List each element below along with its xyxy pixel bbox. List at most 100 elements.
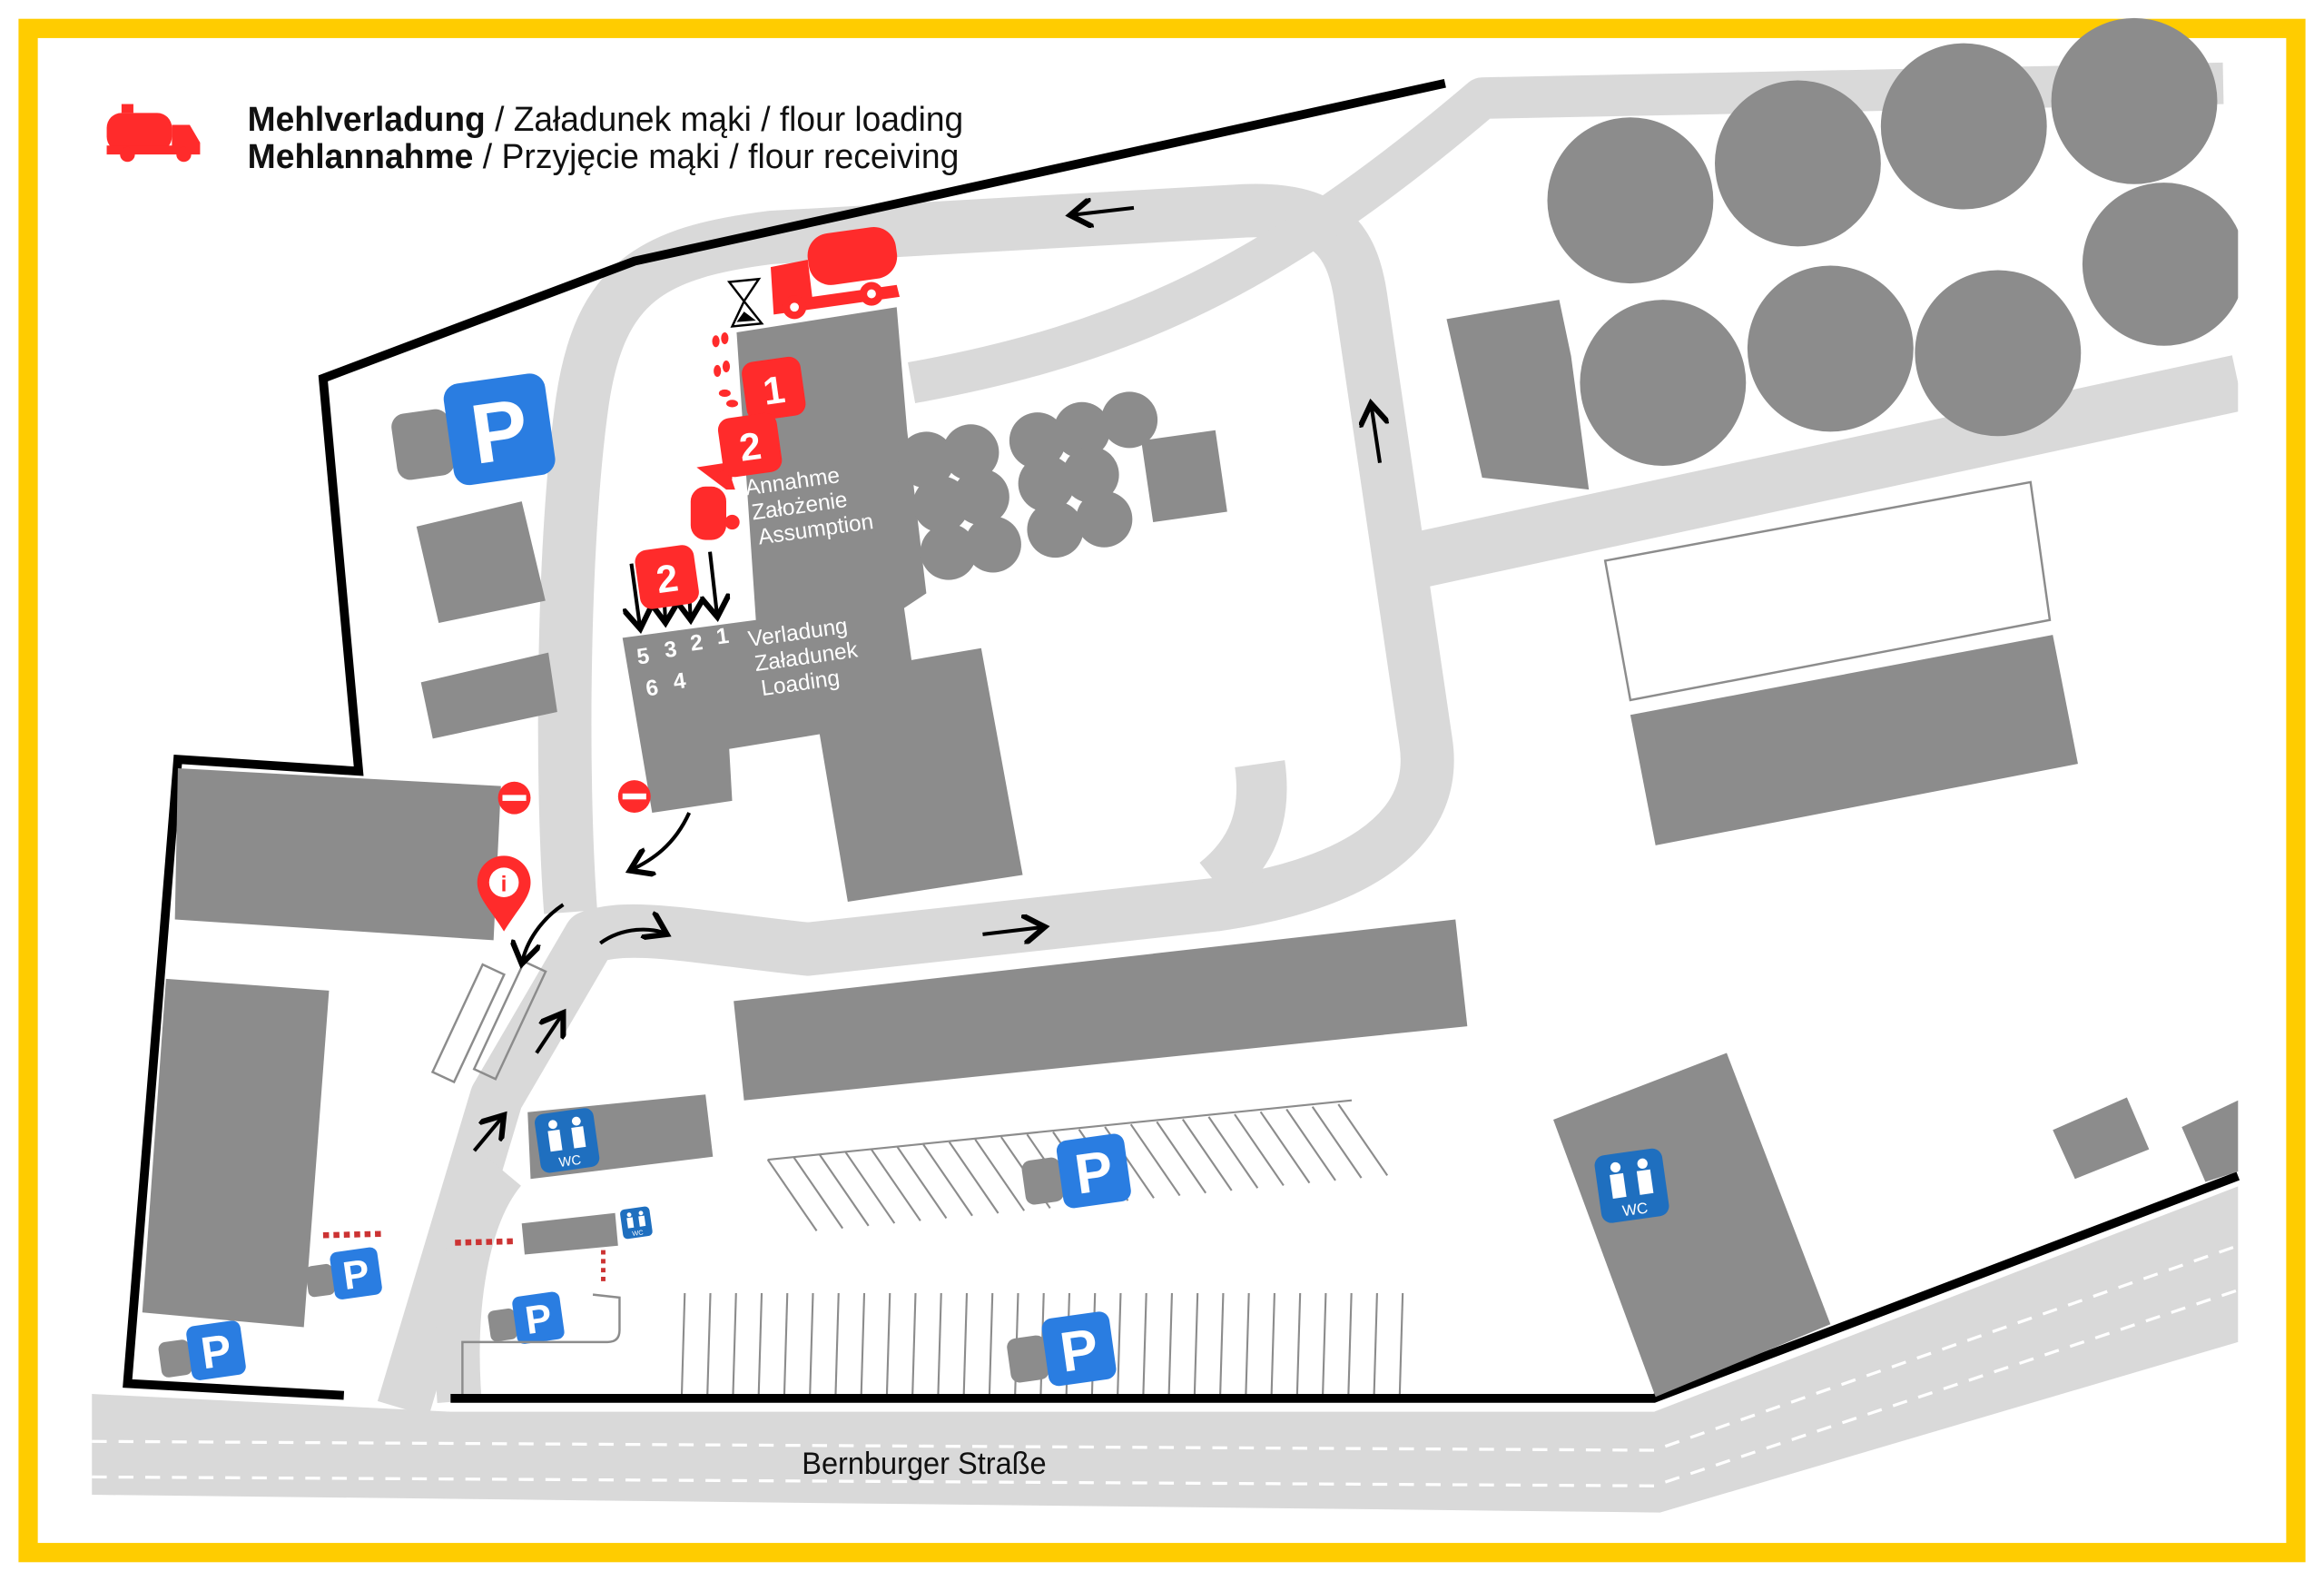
silo [964,516,1021,573]
parking-stall-line [732,1292,737,1395]
parking-stall-line [1234,1113,1285,1187]
svg-text:6: 6 [645,676,660,702]
silo [1547,117,1714,284]
loading-docks: 5 3 2 1 6 4 [635,624,731,702]
parking-sign-icon: P [305,1247,382,1299]
parking-stall-line [1311,1106,1363,1179]
wc-sign-icon: WC [535,1108,600,1173]
parking-stall-line [1347,1292,1353,1395]
parking-label: P [1057,1318,1103,1385]
parking-sign-icon: P [1007,1311,1117,1387]
parking-stall-line [680,1292,686,1395]
parking-stall-line [911,1292,917,1395]
parking-stall-line [1207,1116,1259,1189]
silo [898,431,955,489]
silo [1880,43,2047,210]
parking-stall-line [834,1292,840,1395]
legend-flour-receiving-text: / Przyjęcie mąki / flour receiving [473,137,959,175]
no-entry-sign-icon [617,780,651,813]
silo [1580,300,1747,466]
wc-label: WC [632,1228,645,1238]
loading-label: Verladung Załadunek Loading [746,614,860,701]
svg-text:i: i [501,873,507,897]
svg-text:1: 1 [714,624,730,650]
silo [1714,80,1881,247]
parking-stall-line [860,1292,866,1395]
traffic-arrows [472,208,1380,1152]
wc-label: WC [1621,1200,1649,1220]
no-entry-sign-icon [497,781,531,815]
svg-text:Mehlannahme / Przyjęcie mąki /: Mehlannahme / Przyjęcie mąki / flour rec… [248,137,960,175]
legend-flour-loading-title: Mehlverladung [248,100,486,138]
parking-stall-line [1322,1292,1327,1395]
parking-stall-line [1337,1103,1389,1176]
parking-stalls [680,1099,1404,1395]
parking-stall-line [809,1292,814,1395]
silo [1076,490,1133,548]
parking-stall-line [1295,1292,1302,1395]
street-name: Bernburger Straße [802,1447,1046,1481]
parking-stall-line [988,1292,994,1395]
parking-label: P [523,1296,555,1343]
svg-text:Mehlverladung / Załadunek mąki: Mehlverladung / Załadunek mąki / flour l… [248,100,964,138]
wc-sign-icon: WC [620,1206,653,1240]
parking-sign-icon: P [1021,1133,1131,1209]
wc-label: WC [558,1153,583,1171]
footsteps-icon [712,332,739,408]
property-boundary [123,78,1446,1400]
parking-stall-line [706,1292,712,1395]
legend-flour-receiving-title: Mehlannahme [248,137,474,175]
parking-stall-line [844,1151,896,1224]
silo [1009,412,1066,469]
car-icon [487,1308,517,1342]
barrier-icon [455,1238,606,1285]
parking-stall-line [1193,1292,1199,1395]
yellow-frame [18,18,2306,1563]
parking-stall-line [896,1146,948,1220]
silo [920,523,977,580]
silos [898,17,2283,580]
svg-text:2: 2 [689,630,704,657]
silo [1027,501,1084,558]
silo [1101,391,1158,449]
parking-stall-line [793,1156,844,1230]
parking-stall-line [1117,1292,1122,1395]
parking-label: P [340,1251,372,1299]
parking-stall-line [1167,1292,1173,1395]
roads [377,62,2244,1417]
parking-stall-line [948,1141,1000,1214]
parking-label: P [465,380,534,482]
svg-text:3: 3 [663,637,678,663]
legend-flour-loading-text: / Załadunek mąki / flour loading [486,100,963,138]
car-icon [1007,1335,1049,1383]
legend: Mehlverladung / Załadunek mąki / flour l… [106,100,964,175]
property-boundary-south [450,1171,2240,1403]
parking-label: P [1071,1140,1118,1207]
silo [2082,183,2246,346]
parking-stall-line [1181,1119,1233,1191]
parking-stall-line [757,1292,763,1395]
parking-stall-line [1142,1292,1147,1395]
svg-text:4: 4 [672,668,688,695]
silo [942,424,1000,481]
silo [1747,265,1914,432]
tanker-truck-icon [770,226,901,320]
parking-stall-line [885,1292,891,1395]
parking-stall-line [962,1292,969,1395]
tanker-truck-icon [106,104,201,163]
parking-stall-line [974,1139,1026,1211]
parking-stall-line [766,1159,818,1231]
step-badge-1: 1 [742,356,806,421]
receiving-label: Annahme Założenie Assumption [743,463,875,549]
svg-text:5: 5 [635,644,651,670]
step-badge-2-loading: 2 [635,545,699,609]
parking-stall-line [783,1292,789,1395]
hourglass-icon [726,277,764,328]
parking-stall-line [1245,1292,1250,1395]
silo [1915,270,2082,437]
parking-stall-line [871,1149,921,1221]
street-bernburger: Bernburger Straße [92,1186,2239,1513]
parking-stall-line [1270,1292,1275,1395]
parking-stall-line [1398,1292,1404,1395]
silo [1053,401,1110,459]
